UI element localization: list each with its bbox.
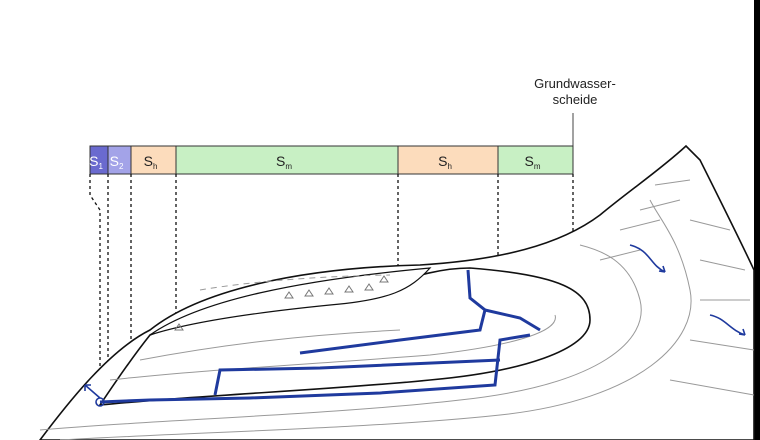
arrow-icon — [629, 244, 666, 273]
bedding-lines — [39, 179, 755, 440]
watershed-label-line2: scheide — [553, 92, 598, 107]
zone-segment — [497, 145, 574, 175]
arrow-icon — [84, 384, 101, 399]
cover-layer — [149, 267, 432, 336]
frame-edge — [754, 0, 760, 440]
flow-arrows — [84, 244, 746, 407]
watershed-label-line1: Grundwasser- — [534, 76, 616, 91]
triangle-markers — [174, 275, 389, 331]
arrow-icon — [709, 314, 746, 336]
zone-segment — [130, 145, 177, 175]
karst-conduit-network — [99, 269, 541, 404]
zone-segment — [397, 145, 499, 175]
zone-segment — [175, 145, 399, 175]
